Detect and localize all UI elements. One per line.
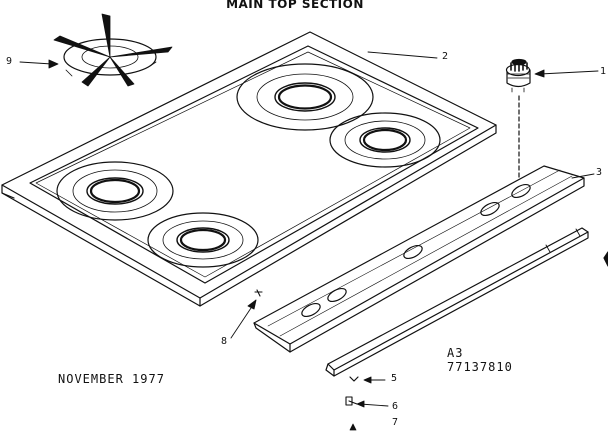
- control-panel: [253, 165, 585, 353]
- leader-lines: [19, 51, 599, 408]
- burner-well-rear-left: [56, 161, 174, 221]
- callout-8: 8: [221, 336, 228, 347]
- callout-7: 7: [392, 417, 399, 428]
- burner-well-rear-right: [236, 63, 374, 131]
- edge-mark: [603, 251, 608, 267]
- callout-6: 6: [392, 401, 399, 412]
- control-knob: [505, 58, 531, 93]
- burner-well-front-left: [147, 212, 259, 268]
- diagram-part-number: 77137810: [447, 360, 513, 374]
- trim-strip: [325, 227, 589, 377]
- diagram-date: NOVEMBER 1977: [58, 372, 165, 386]
- callout-9: 9: [6, 56, 13, 67]
- burner-well-front-right: [329, 112, 441, 168]
- diagram-ref-code: A3: [447, 346, 464, 360]
- burner-grate: [53, 13, 173, 87]
- cooktop-main-top: [1, 31, 497, 307]
- screw-part-5: [349, 376, 359, 382]
- nut-part-7: [349, 423, 357, 431]
- callout-2: 2: [442, 51, 449, 62]
- callout-5: 5: [391, 373, 398, 384]
- diagram-title: MAIN TOP SECTION: [226, 0, 364, 11]
- screw-part-8: [254, 289, 263, 297]
- clip-part-6: [345, 396, 358, 406]
- callout-1: 1: [600, 66, 607, 77]
- callout-3: 3: [596, 167, 603, 178]
